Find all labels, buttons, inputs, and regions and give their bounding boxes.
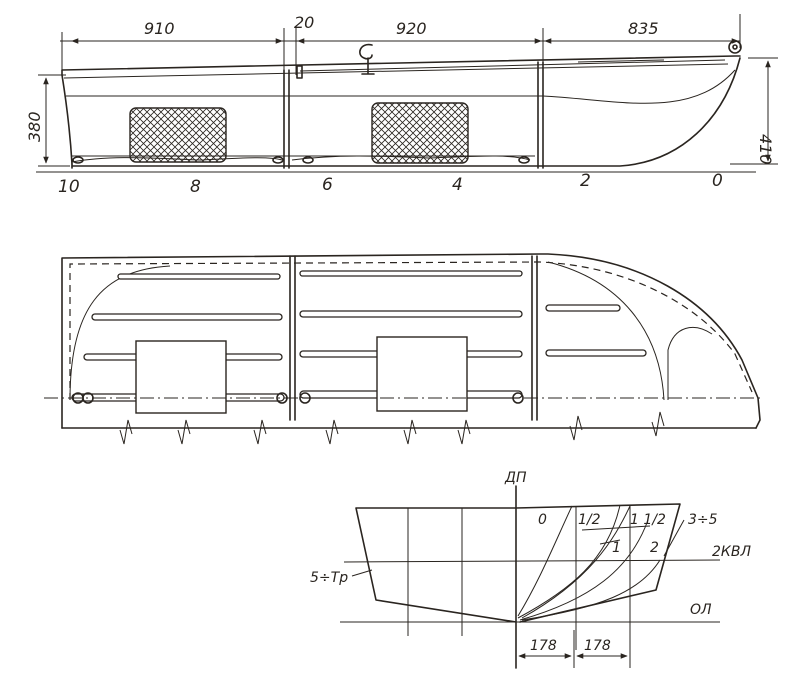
spacing-dimension-2: 178 [584,638,611,654]
plan-outline [61,253,761,429]
baseline-label: ОЛ [690,602,712,618]
frame-label-1: 1 [612,540,621,556]
dimension-910: 910 [144,19,175,38]
seat-aft [135,340,227,414]
frame-label-3-5: 3÷5 [688,512,718,528]
transom-label: 5÷Тр [310,570,348,586]
dimension-835: 835 [628,19,659,38]
spacing-dimension-1: 178 [530,638,557,654]
dimension-410: 410 [756,134,775,165]
station-10: 10 [58,177,80,197]
dimension-920: 920 [396,19,427,38]
waterline [343,559,721,563]
station-2: 2 [580,171,591,191]
buoyancy-block-aft [129,107,227,163]
frame-label-half: 1/2 [578,512,601,528]
waterline-label: 2КВЛ [712,544,751,560]
body-plan: ДП 2КВЛ ОЛ 5÷Тр 0 1/2 1 1/2 3÷5 1 2 [310,470,751,669]
frame-label-0: 0 [538,512,547,528]
frame-label-2: 2 [650,540,659,556]
frame-label-one-half: 1 1/2 [630,512,666,528]
keel-line [71,57,741,167]
side-view: 910 20 920 835 [25,13,778,197]
transom-section [355,507,517,623]
station-4: 4 [452,175,463,195]
seat-fwd [376,336,468,412]
sheer-line [61,55,741,76]
station-0: 0 [712,171,723,191]
bow-eye [728,40,742,54]
buoyancy-block-fwd [371,102,469,164]
station-8: 8 [190,177,201,197]
station-6: 6 [322,175,333,195]
plan-view [44,253,762,445]
stern-transom-line [61,74,73,165]
dimension-20: 20 [294,13,314,32]
center-plane-label: ДП [504,470,527,486]
oarlock-icon [359,43,375,75]
dimension-380: 380 [25,111,44,142]
